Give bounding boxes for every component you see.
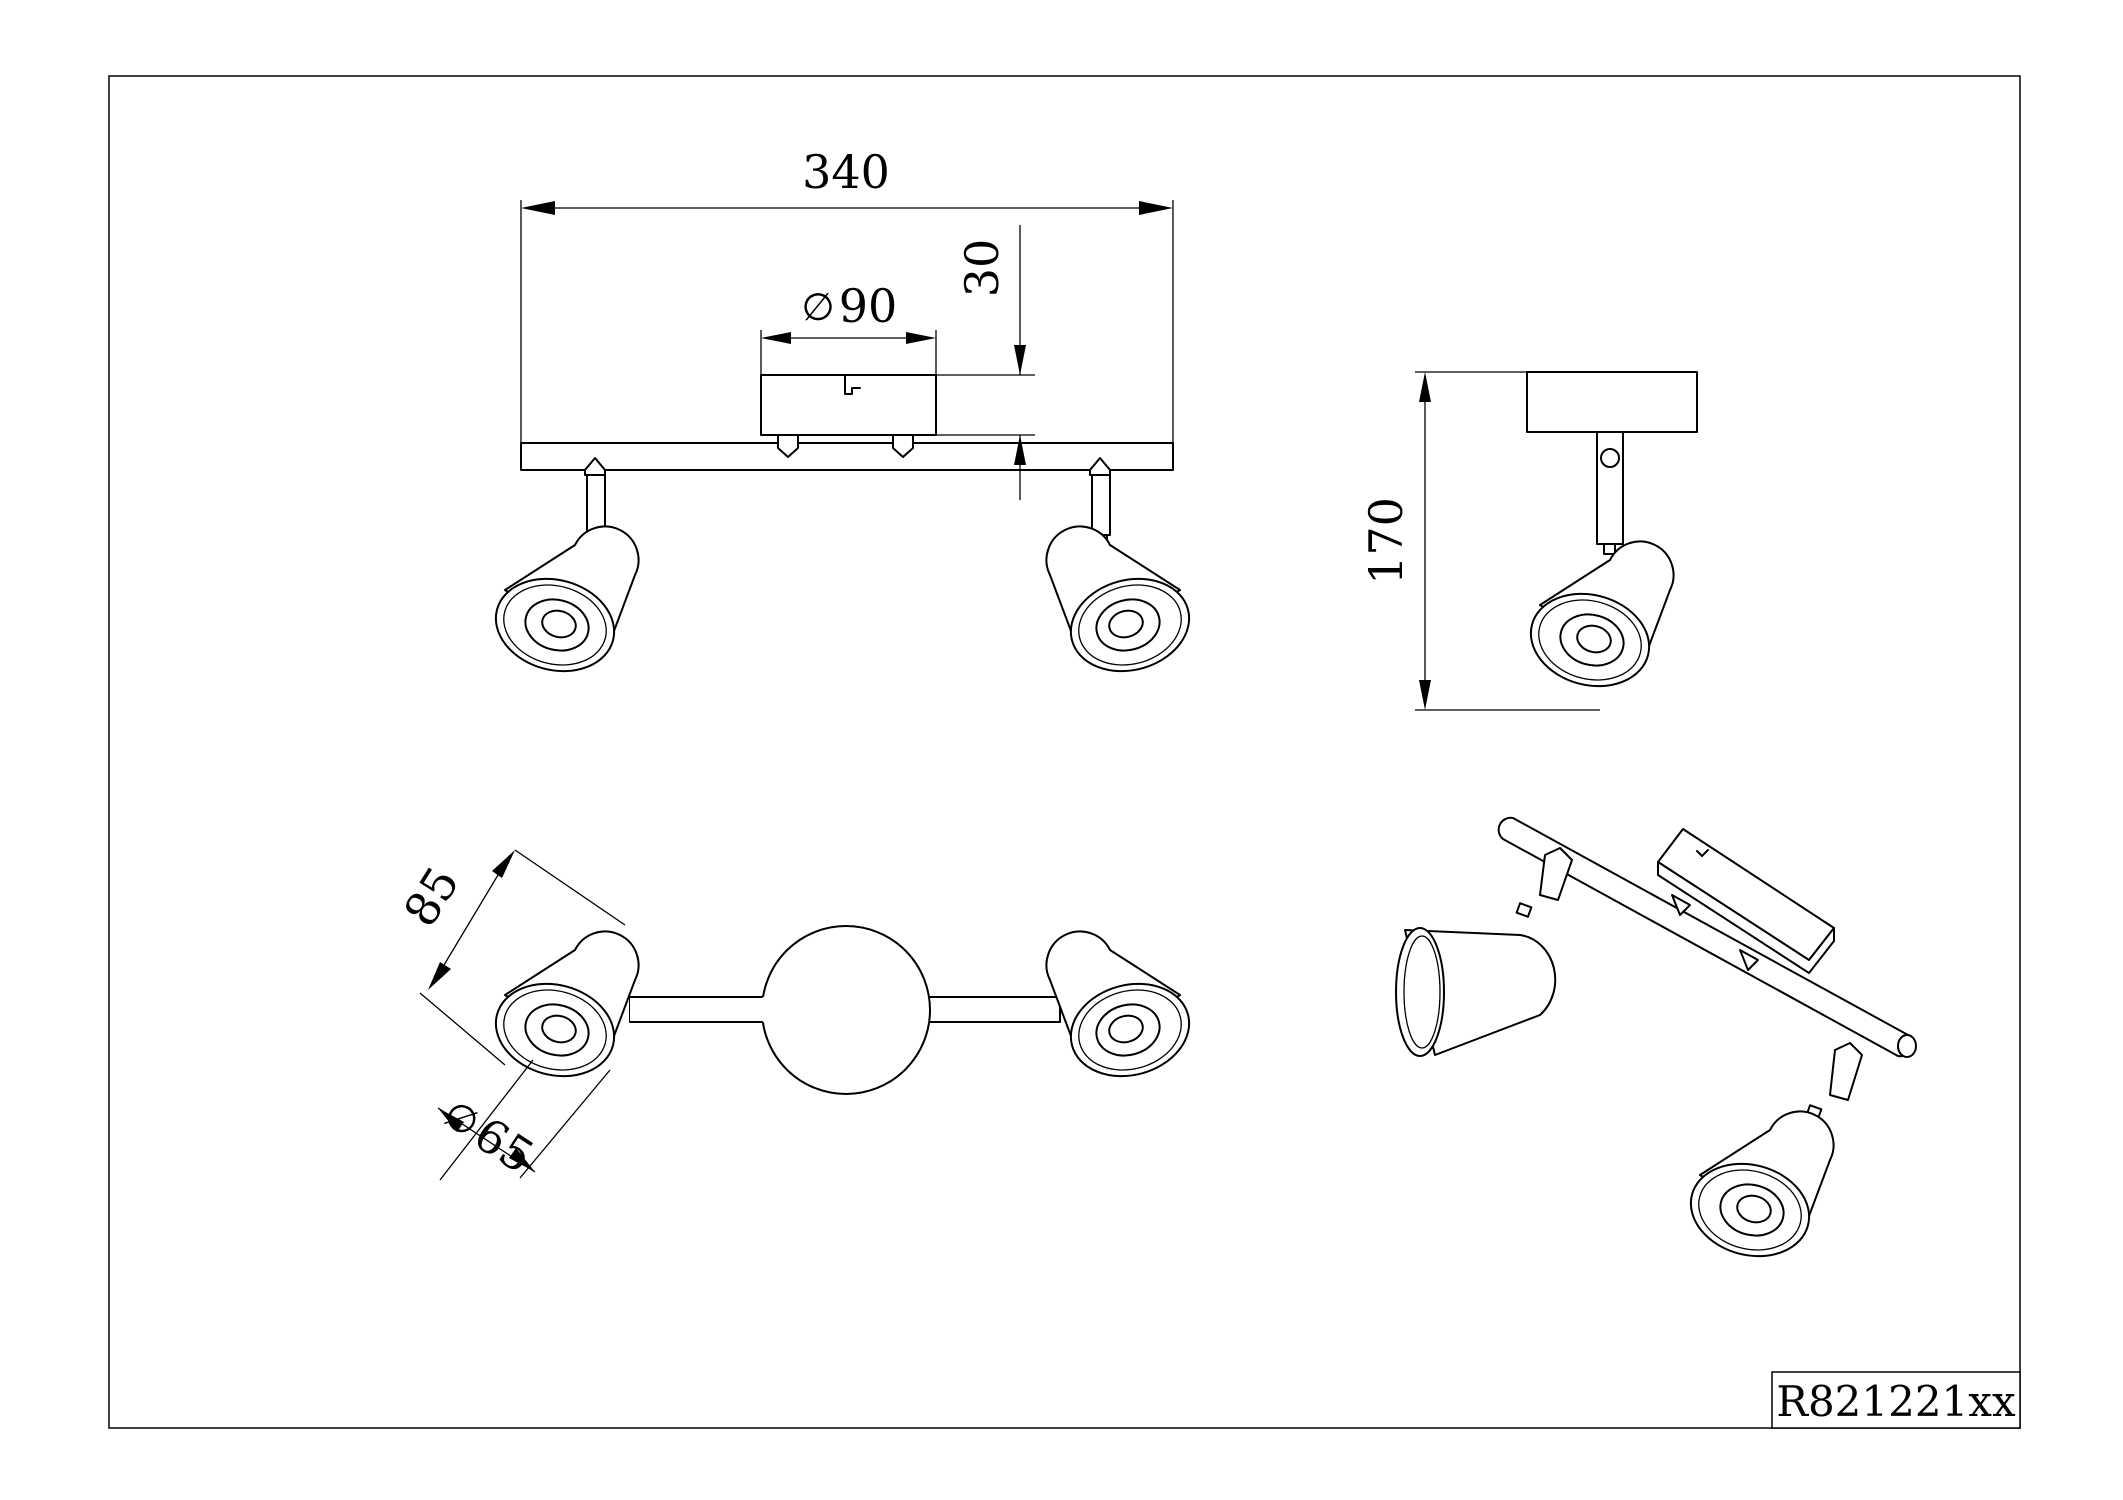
drawing-frame: [108, 75, 2021, 1429]
dim-base-diameter: 90: [839, 279, 898, 333]
front-rail: [520, 442, 1174, 471]
part-number: R821221xx: [1776, 1377, 2016, 1426]
side-view: [1519, 371, 1698, 700]
iso-canopy: [1657, 828, 1835, 961]
diameter-symbol: ∅: [801, 285, 834, 329]
title-block: R821221xx: [1771, 1371, 2021, 1429]
side-canopy: [1526, 371, 1698, 433]
dim-total-height: 170: [1359, 497, 1413, 585]
top-view: [484, 925, 1201, 1095]
dim-shade-length: 85: [393, 857, 470, 935]
side-dimensions: 170: [1359, 371, 1600, 711]
front-dimensions: 340 ∅ 90 30: [520, 145, 1174, 500]
dim-base-height: 30: [955, 239, 1009, 298]
isometric-view: [1395, 816, 1917, 1270]
front-canopy: [760, 374, 937, 436]
front-view: [484, 374, 1201, 685]
dim-overall-length: 340: [802, 145, 890, 199]
